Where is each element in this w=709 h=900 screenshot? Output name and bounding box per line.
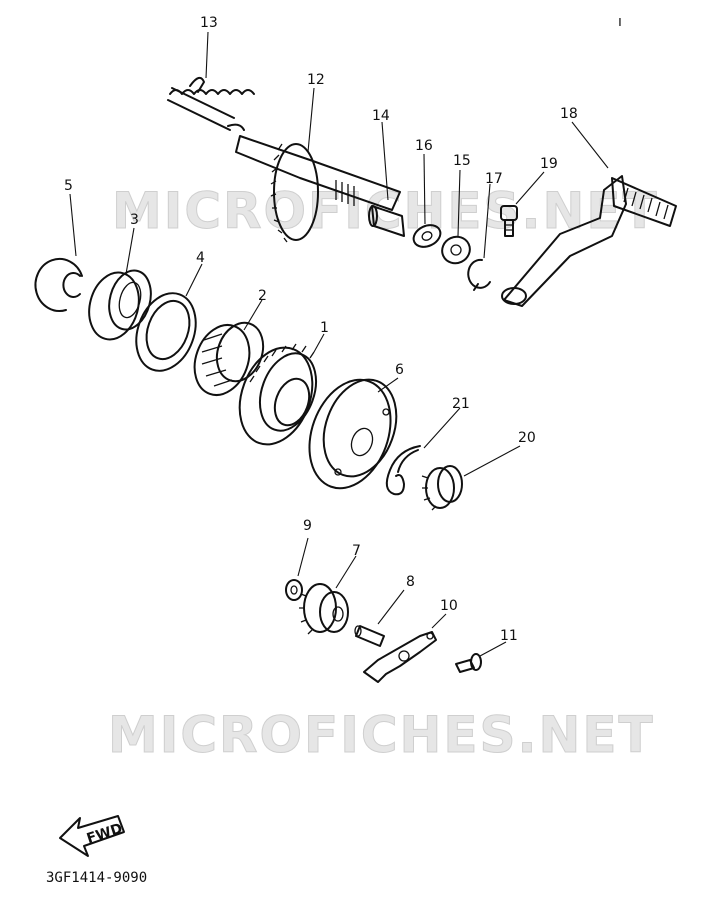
corner-mark: ı [618, 14, 622, 30]
leader-16 [423, 153, 426, 225]
leader-12 [307, 87, 315, 153]
part-21-spring-clip [385, 445, 421, 496]
leader-4 [185, 263, 203, 297]
leader-1 [313, 333, 325, 353]
part-20-driven-gear [421, 465, 463, 511]
part-7-idler-gear [299, 583, 349, 635]
callout-11: 11 [500, 628, 518, 644]
callout-4: 4 [196, 250, 205, 266]
leader-7 [335, 555, 357, 589]
leader-6 [377, 377, 399, 393]
callout-1: 1 [320, 320, 329, 336]
part-19-bolt [500, 205, 518, 237]
part-9-washer [285, 579, 303, 601]
leader-5 [69, 193, 77, 257]
part-10-lever [363, 631, 437, 683]
callout-17: 17 [485, 171, 503, 187]
leader-2 [243, 299, 263, 331]
callout-7: 7 [352, 543, 361, 559]
callout-15: 15 [453, 153, 471, 169]
part-5-clip [34, 258, 83, 312]
callout-20: 20 [518, 430, 536, 446]
part-8-pin [354, 625, 385, 647]
callout-8: 8 [406, 574, 415, 590]
leader-11 [479, 641, 507, 657]
leader-20 [463, 445, 521, 477]
part-1-ratchet-gear [238, 343, 318, 446]
leader-13 [205, 31, 209, 79]
callout-16: 16 [415, 138, 433, 154]
watermark-bottom: MICROFICHES.NET [108, 706, 655, 764]
callout-18: 18 [560, 106, 578, 122]
leader-10 [431, 613, 447, 629]
callout-14: 14 [372, 108, 390, 124]
callout-6: 6 [395, 362, 404, 378]
leader-21 [423, 407, 461, 449]
callout-5: 5 [64, 178, 73, 194]
part-6-cover-plate [308, 378, 398, 490]
callout-21: 21 [452, 396, 470, 412]
leader-8 [377, 589, 405, 625]
callout-19: 19 [540, 156, 558, 172]
part-13-spring [167, 76, 255, 131]
part-11-bolt [455, 653, 482, 673]
leader-15 [457, 169, 461, 237]
callout-12: 12 [307, 72, 325, 88]
callout-13: 13 [200, 15, 218, 31]
callout-10: 10 [440, 598, 458, 614]
part-17-circlip [467, 258, 491, 291]
callout-2: 2 [258, 288, 267, 304]
part-2-needle-bearing [193, 321, 265, 396]
leader-17 [483, 183, 491, 259]
callout-3: 3 [130, 212, 139, 228]
part-15-washer [441, 235, 471, 265]
leader-19 [515, 171, 545, 205]
callout-9: 9 [303, 518, 312, 534]
part-4-washer-ring [135, 292, 197, 372]
leader-14 [381, 121, 389, 201]
part-18-kick-crank [501, 175, 677, 307]
part-16-washer [412, 224, 442, 248]
part-14-collar [368, 205, 405, 237]
part-12-kick-axle [235, 135, 401, 243]
diagram-code: 3GF1414-9090 [46, 870, 147, 886]
forward-arrow-icon: FWD [59, 815, 125, 857]
leader-3 [125, 227, 135, 275]
leader-9 [297, 537, 309, 577]
leader-18 [571, 121, 609, 169]
